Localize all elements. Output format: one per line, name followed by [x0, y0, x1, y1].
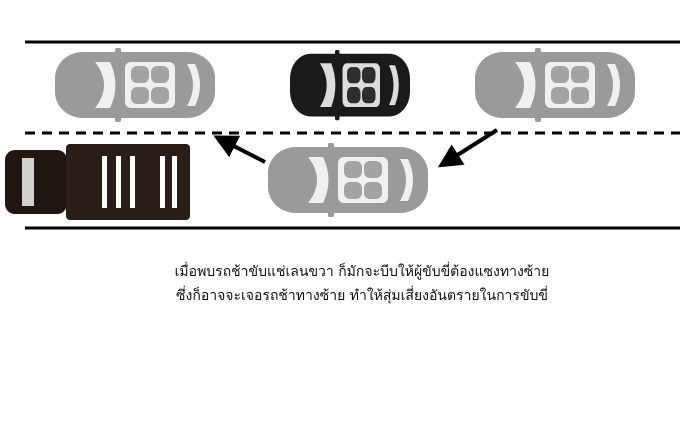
- road-diagram: [5, 40, 680, 230]
- gray-car-right-lane: [475, 48, 635, 122]
- truck: [5, 144, 190, 220]
- black-slow-car: [290, 50, 410, 121]
- arrow-return-left: [213, 135, 266, 164]
- arrow-overtake-left: [437, 128, 499, 168]
- gray-car-left-lane: [55, 48, 215, 122]
- caption-line-1: เมื่อพบรถช้าขับแช่เลนขวา ก็มักจะบีบให้ผู…: [174, 264, 550, 280]
- gray-car-overtaking: [268, 143, 428, 217]
- caption-line-2: ซึ่งก็อาจจะเจอรถช้าทางซ้าย ทำให้สุ่มเสี่…: [176, 288, 548, 304]
